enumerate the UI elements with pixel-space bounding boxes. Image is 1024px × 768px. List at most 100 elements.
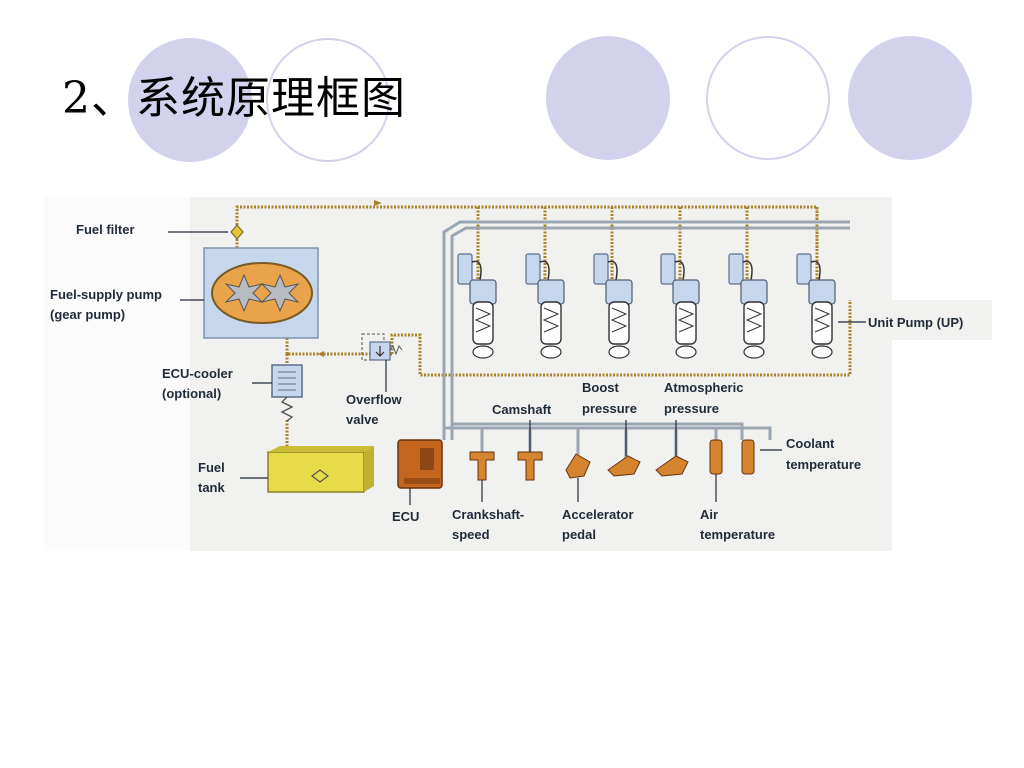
unit-pump-head	[808, 279, 836, 305]
label-coolant-1: Coolant	[786, 436, 835, 451]
unit-pump	[660, 253, 700, 359]
unit-pump	[593, 253, 633, 359]
label-fuel-tank-2: tank	[198, 480, 226, 495]
injector-nozzle	[593, 253, 609, 285]
wire-sensors-2	[452, 422, 744, 440]
high-pressure-pipe	[471, 260, 482, 281]
label-fuel-filter: Fuel filter	[76, 222, 135, 237]
gear-pump-chamber	[211, 262, 313, 324]
injector-nozzle	[728, 253, 744, 285]
label-ecu-cooler-2: (optional)	[162, 386, 221, 401]
gear-right	[260, 273, 300, 313]
label-fuel-supply-pump-2: (gear pump)	[50, 307, 125, 322]
unit-pump-roller	[472, 345, 494, 359]
sensor-camshaft	[517, 451, 543, 481]
unit-pumps	[457, 253, 836, 359]
label-unit-pump: Unit Pump (UP)	[868, 315, 963, 330]
unit-pump-spring	[610, 307, 628, 333]
overflow-valve-arrow	[375, 346, 385, 357]
cooler-spring	[280, 396, 294, 422]
overflow-valve	[361, 333, 403, 361]
ecu-cooler-body	[271, 364, 303, 398]
sensor-leaders	[481, 420, 782, 502]
label-atmospheric-2: pressure	[664, 401, 719, 416]
overflow-valve-spring	[389, 344, 403, 356]
fuel-tank-side	[364, 446, 374, 492]
gear-pump	[203, 247, 319, 339]
sensor-atmospheric	[655, 455, 689, 477]
fuel-tank-body	[267, 451, 365, 493]
unit-pump-head	[672, 279, 700, 305]
injector-nozzle	[525, 253, 541, 285]
label-boost-1: Boost	[582, 380, 620, 395]
unit-pump-head	[537, 279, 565, 305]
sensor-boost	[607, 455, 641, 477]
arrow-top	[374, 200, 382, 206]
fuel-line-loop	[390, 300, 852, 377]
label-atmospheric-1: Atmospheric	[664, 380, 743, 395]
decor-circle-3	[546, 36, 670, 160]
label-accelerator-2: pedal	[562, 527, 596, 542]
fuel-tank-top	[268, 446, 374, 452]
injector-nozzle	[457, 253, 473, 285]
unit-pump	[457, 253, 497, 359]
unit-pump-spring	[813, 307, 831, 333]
fuel-tank-strainer	[311, 469, 329, 483]
label-overflow-valve-1: Overflow	[346, 392, 403, 407]
high-pressure-pipe	[674, 260, 685, 281]
unit-pump-label-bg	[846, 300, 992, 340]
label-fuel-tank-1: Fuel	[198, 460, 225, 475]
fuel-tank	[267, 446, 374, 493]
label-air-temp-1: Air	[700, 507, 718, 522]
high-pressure-pipe	[810, 260, 821, 281]
sensors	[469, 439, 755, 481]
ecu-cooler-fins	[278, 371, 296, 391]
sensor-accelerator	[565, 453, 591, 479]
decor-circle-4	[706, 36, 830, 160]
arrow-return	[318, 351, 324, 357]
slide-title: 2、系统原理框图	[62, 73, 406, 124]
decor-circle-2	[266, 38, 390, 162]
label-air-temp-2: temperature	[700, 527, 775, 542]
injector-nozzle	[796, 253, 812, 285]
wire-main	[442, 220, 850, 440]
wire-sensors	[444, 426, 772, 440]
high-pressure-pipe	[742, 260, 753, 281]
unit-pump-roller	[675, 345, 697, 359]
unit-pump-roller	[743, 345, 765, 359]
unit-pump-head	[469, 279, 497, 305]
fuel-filter-symbol	[230, 224, 244, 240]
injector-nozzle	[660, 253, 676, 285]
high-pressure-pipe	[539, 260, 550, 281]
sensor-crankshaft	[469, 451, 495, 481]
ecu-unit	[397, 439, 443, 489]
label-accelerator-1: Accelerator	[562, 507, 634, 522]
sensor-coolant-temp	[741, 439, 755, 475]
label-crankshaft-1: Crankshaft-	[452, 507, 524, 522]
unit-pump-roller	[540, 345, 562, 359]
unit-pump-spring	[474, 307, 492, 333]
unit-pump-spring	[745, 307, 763, 333]
label-ecu: ECU	[392, 509, 419, 524]
unit-pump-roller	[811, 345, 833, 359]
unit-pump-head	[605, 279, 633, 305]
label-boost-2: pressure	[582, 401, 637, 416]
label-camshaft: Camshaft	[492, 402, 552, 417]
label-crankshaft-2: speed	[452, 527, 490, 542]
label-overflow-valve-2: valve	[346, 412, 379, 427]
diagram-label-strip	[44, 197, 190, 551]
unit-pump-roller	[608, 345, 630, 359]
flow-arrows	[318, 200, 382, 357]
unit-pump-spring	[542, 307, 560, 333]
label-fuel-supply-pump-1: Fuel-supply pump	[50, 287, 162, 302]
electrical-wires	[442, 220, 850, 460]
decor-circle-1	[128, 38, 252, 162]
ecu-base	[404, 478, 440, 484]
wire-main-2	[450, 226, 850, 440]
unit-pump	[728, 253, 768, 359]
high-pressure-pipe	[607, 260, 618, 281]
label-ecu-cooler-1: ECU-cooler	[162, 366, 233, 381]
unit-pump-spring	[677, 307, 695, 333]
decor-circle-5	[848, 36, 972, 160]
